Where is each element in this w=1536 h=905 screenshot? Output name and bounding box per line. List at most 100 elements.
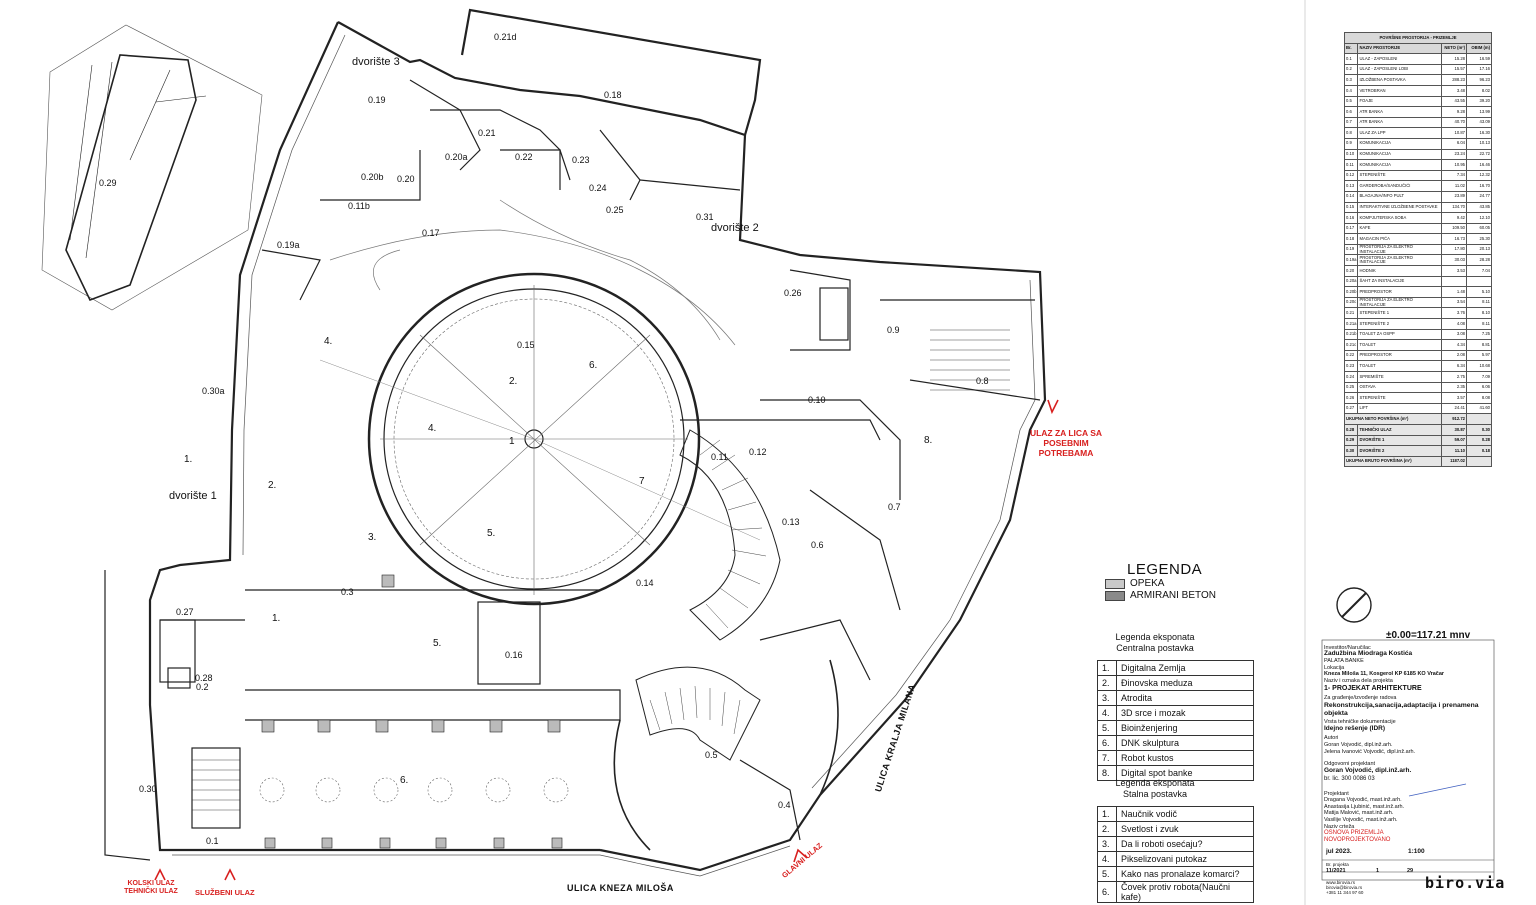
room-label: 0.10: [808, 395, 826, 405]
exhibit-name: Da li roboti osećaju?: [1116, 836, 1254, 852]
area-table-cell: 59.07: [1441, 434, 1467, 447]
legend-exhibit-row: 2.Đinovska meduza: [1097, 675, 1254, 691]
legend-exhibit-row: 1.Naučnik vodič: [1097, 806, 1254, 822]
area-table-cell: 0.9: [1343, 137, 1359, 150]
area-table-cell: 0.16: [1343, 212, 1359, 224]
area-table-cell: ULAZ - ZAPOSLENI LOBI: [1357, 63, 1442, 76]
area-table-cell: ATR BANKA: [1357, 116, 1442, 129]
area-table-cell: 134.70: [1441, 201, 1467, 214]
area-table-cell: 9.42: [1441, 212, 1467, 224]
room-label: 0.11: [711, 452, 728, 462]
location-value: Kneza Miloša 11, Kosgerol KP 6185 KO Vra…: [1324, 671, 1445, 677]
detail-plan-029: [41, 24, 263, 311]
area-table-cell: 3.08: [1441, 328, 1467, 341]
exhibit-number: 7.: [1097, 750, 1117, 766]
exhibit-number: 5.: [1097, 720, 1117, 736]
room-label: 0.5: [705, 750, 718, 760]
area-table-cell: 8.11: [1466, 296, 1492, 309]
north-arrow: [1336, 587, 1372, 623]
area-table-cell: 7.04: [1466, 265, 1492, 277]
concrete-swatch: [1105, 590, 1125, 601]
area-table-gross-value: 1187.02: [1441, 455, 1467, 468]
area-table-cell: ULAZ - ZAPOSLENI: [1357, 53, 1442, 65]
entrance-staff-label: SLUŽBENI ULAZ: [195, 888, 255, 897]
area-table-cell: 0.1: [1343, 53, 1359, 65]
brick-swatch: [1105, 578, 1125, 589]
exhibit-name: Čovek protiv robota(Naučni kafe): [1116, 881, 1254, 903]
area-table-cell: ATR BANKA: [1357, 106, 1442, 118]
area-table-cell: VETROBRAN: [1357, 84, 1442, 97]
area-table-cell: 40.70: [1441, 116, 1467, 129]
area-table-cell: FOAJE: [1357, 95, 1442, 108]
exhibit-number: 6.: [1097, 881, 1117, 903]
area-table-cell: 3.48: [1441, 84, 1467, 97]
area-table-cell: PREDPROSTOR: [1357, 349, 1442, 362]
area-table-cell: KAFE: [1357, 222, 1442, 235]
area-table-gross-row: UKUPNA BRUTO POVRŠINA (m²)1187.02: [1344, 455, 1492, 468]
area-table-cell: 17.80: [1441, 243, 1467, 256]
room-label: 0.11b: [348, 201, 370, 211]
room-label: 0.16: [505, 650, 523, 660]
area-table-cell: 28.28: [1466, 254, 1492, 267]
area-table-cell: 13.99: [1466, 106, 1492, 118]
area-table-header: Br.: [1343, 42, 1359, 55]
exhibit-name: Bioinženjering: [1116, 720, 1254, 736]
exhibit-name: Đinovska meduza: [1116, 675, 1254, 691]
room-label: 0.21: [478, 128, 496, 138]
exhibit-name: DNK skulptura: [1116, 735, 1254, 751]
area-table-cell: 0.6: [1343, 106, 1359, 118]
area-table-cell: 16.59: [1466, 53, 1492, 65]
designer-label: Odgovorni projektant: [1324, 761, 1376, 767]
exhibit-name: Pikselizovani putokaz: [1116, 851, 1254, 867]
legend-exhibit-row: 1.Digitalna Zemlja: [1097, 660, 1254, 676]
investor-building: PALATA BANKE: [1324, 658, 1364, 664]
room-label: 0.4: [778, 800, 791, 810]
project-number: 11/2021: [1326, 868, 1346, 874]
zone-label: 1.: [272, 613, 281, 624]
area-table-cell: 0.10: [1343, 148, 1359, 161]
project-number-label: Br. projekta: [1326, 862, 1349, 867]
area-table-cell: 30.03: [1441, 254, 1467, 267]
room-label: 0.6: [811, 540, 824, 550]
exhibit-number: 4.: [1097, 705, 1117, 721]
area-table-cell: 25.30: [1466, 233, 1492, 245]
exhibit-number: 4.: [1097, 851, 1117, 867]
area-table-header: NAZIV PROSTORIJE: [1357, 42, 1442, 55]
project-part-label: Naziv i oznaka dela projekta: [1324, 678, 1393, 684]
courtyard-1-label: dvorište 1: [169, 490, 217, 502]
legend-title: LEGENDA: [1127, 561, 1203, 578]
area-table-cell: 0.18: [1466, 445, 1492, 457]
zone-label: 8.: [924, 435, 933, 446]
area-table-cell: 8.08: [1466, 392, 1492, 404]
exhibit-number: 5.: [1097, 866, 1117, 882]
area-table-cell: 5.97: [1466, 349, 1492, 362]
area-table-cell: PROSTORIJA ZA ELEKTRO INSTALACIJE: [1357, 254, 1442, 267]
room-label: 0.20b: [361, 172, 384, 182]
room-label: 0.1: [206, 836, 219, 846]
room-label: 0.22: [515, 152, 533, 162]
room-label: 0.20a: [445, 152, 468, 162]
area-table-cell: 24.41: [1441, 402, 1467, 415]
area-table-cell: 16.73: [1441, 233, 1467, 245]
room-label: 0.27: [176, 607, 194, 617]
legend-exhibit-row: 3.Da li roboti osećaju?: [1097, 836, 1254, 852]
room-label: 0.14: [636, 578, 654, 588]
area-table-cell: 3.57: [1441, 392, 1467, 404]
area-table-cell: [1466, 413, 1492, 425]
investor-label: Investitor/Naručilac: [1324, 645, 1371, 651]
